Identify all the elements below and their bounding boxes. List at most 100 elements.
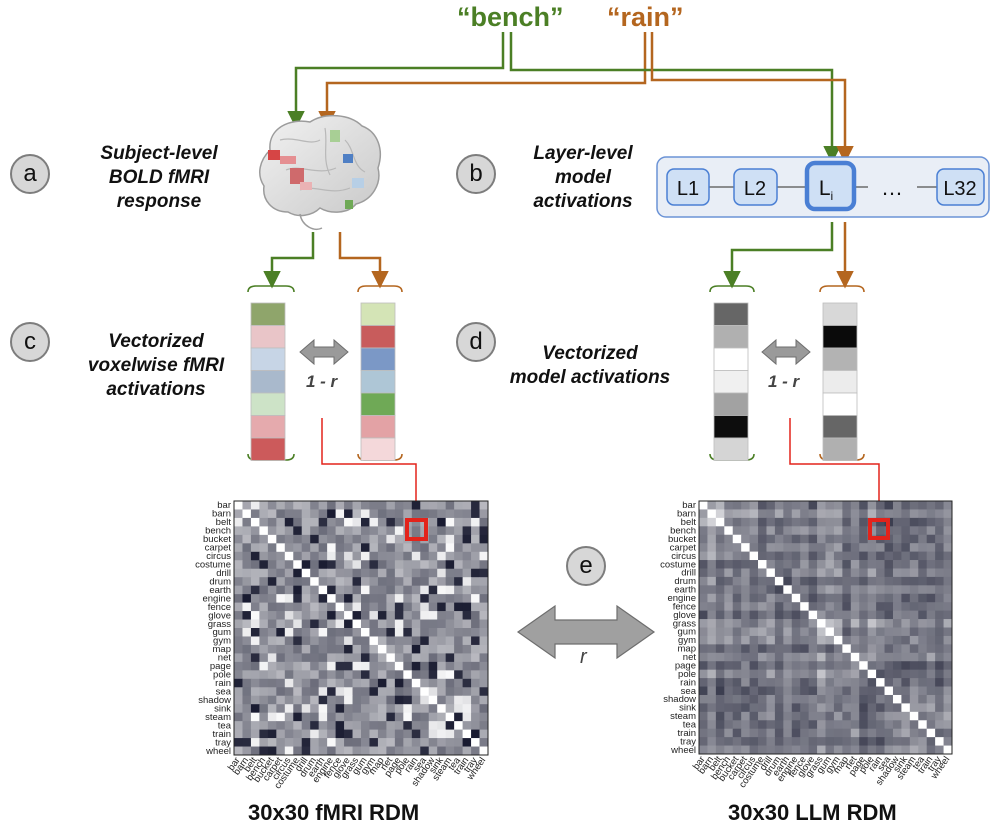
rdm-cell	[335, 534, 345, 544]
rdm-cell	[462, 602, 472, 612]
rdm-cell	[234, 602, 243, 612]
rdm-cell	[267, 695, 277, 705]
rdm-row-label: glove	[673, 610, 696, 621]
rdm-cell	[411, 517, 421, 527]
fmri-vector-rain	[360, 302, 396, 461]
rdm-cell	[724, 627, 734, 637]
rdm-cell	[699, 703, 708, 713]
rdm-cell	[267, 509, 277, 519]
rdm-cell	[242, 543, 252, 553]
rdm-cell	[825, 703, 835, 713]
rdm-cell	[361, 738, 370, 747]
brain-image	[258, 114, 382, 230]
rdm-cell	[867, 560, 877, 569]
rdm-cell	[318, 568, 328, 578]
rdm-cell	[377, 602, 387, 612]
rdm-cell	[800, 526, 810, 536]
rdm-cell	[420, 661, 430, 671]
rdm-cell	[318, 594, 328, 603]
rdm-cell	[276, 568, 286, 578]
rdm-cell	[293, 738, 303, 747]
rdm-cell	[369, 738, 379, 747]
rdm-cell	[774, 526, 784, 536]
rdm-cell	[909, 711, 919, 721]
rdm-cell	[842, 669, 852, 679]
rdm-cell	[335, 644, 345, 654]
rdm-cell	[758, 652, 767, 662]
rdm-cell	[445, 517, 455, 527]
rdm-cell	[833, 627, 843, 637]
rdm-cell	[276, 560, 286, 570]
rdm-cell	[741, 534, 750, 544]
rdm-cell	[479, 636, 489, 646]
layer-label-l32: L32	[943, 178, 976, 200]
rdm-cell	[774, 728, 784, 738]
rdm-cell	[749, 644, 759, 654]
rdm-cell	[876, 635, 885, 645]
rdm-cell	[259, 644, 269, 654]
rdm-cell	[352, 602, 362, 612]
rdm-cell	[420, 636, 430, 646]
rdm-cell	[715, 678, 725, 687]
rdm-row-label: pole	[678, 669, 696, 680]
rdm-cell	[884, 635, 894, 645]
rdm-cell	[825, 652, 835, 662]
rdm-cell	[259, 611, 269, 620]
rdm-cell	[276, 661, 286, 671]
rdm-cell	[403, 636, 413, 646]
rdm-cell	[825, 501, 835, 510]
rdm-cell	[284, 678, 294, 688]
rdm-cell	[284, 560, 294, 570]
rdm-cell	[335, 560, 345, 570]
rdm-cell	[369, 543, 379, 553]
rdm-cell	[327, 594, 336, 603]
rdm-cell	[344, 551, 353, 561]
rdm-row-label: barn	[677, 509, 696, 520]
rdm-cell	[724, 694, 734, 704]
rdm-cell	[234, 611, 243, 620]
rdm-cell	[724, 560, 734, 569]
rdm-cell	[420, 704, 430, 714]
rdm-cell	[833, 619, 843, 628]
model-rain-vector-cell	[822, 392, 858, 416]
rdm-cell	[377, 670, 387, 680]
rdm-cell	[344, 695, 353, 705]
rdm-cell	[699, 568, 708, 578]
rdm-cell	[327, 670, 336, 680]
rdm-cell	[293, 551, 303, 561]
rdm-cell	[876, 610, 885, 620]
rdm-cell	[437, 543, 447, 553]
rdm-cell	[935, 585, 944, 595]
rdm-cell	[918, 551, 928, 561]
rdm-cell	[766, 694, 776, 704]
rdm-cell	[352, 509, 362, 519]
rdm-cell	[462, 568, 472, 578]
rdm-cell	[445, 543, 455, 553]
rdm-cell	[361, 526, 370, 536]
rdm-cell	[791, 627, 801, 637]
rdm-cell	[850, 534, 860, 544]
rdm-cell	[437, 712, 447, 722]
rdm-cell	[403, 670, 413, 680]
rdm-cell	[766, 576, 776, 586]
rdm-cell	[774, 543, 784, 552]
rdm-cell	[377, 653, 387, 663]
rdm-cell	[918, 509, 928, 519]
rdm-cell	[462, 670, 472, 680]
rdm-cell	[926, 694, 936, 704]
rdm-cell	[791, 661, 801, 671]
rdm-cell	[892, 602, 902, 612]
rdm-cell	[808, 745, 818, 755]
rdm-cell	[732, 661, 742, 671]
rdm-cell	[715, 619, 725, 628]
rdm-cell	[479, 644, 489, 654]
rdm-cell	[935, 728, 944, 738]
rdm-cell	[250, 738, 260, 747]
rdm-cell	[471, 704, 480, 714]
rdm-cell	[327, 687, 336, 697]
rdm-cell	[817, 678, 826, 687]
rdm-cell	[867, 652, 877, 662]
rdm-cell	[361, 560, 370, 570]
rdm-cell	[833, 737, 843, 746]
rdm-cell	[758, 526, 767, 536]
